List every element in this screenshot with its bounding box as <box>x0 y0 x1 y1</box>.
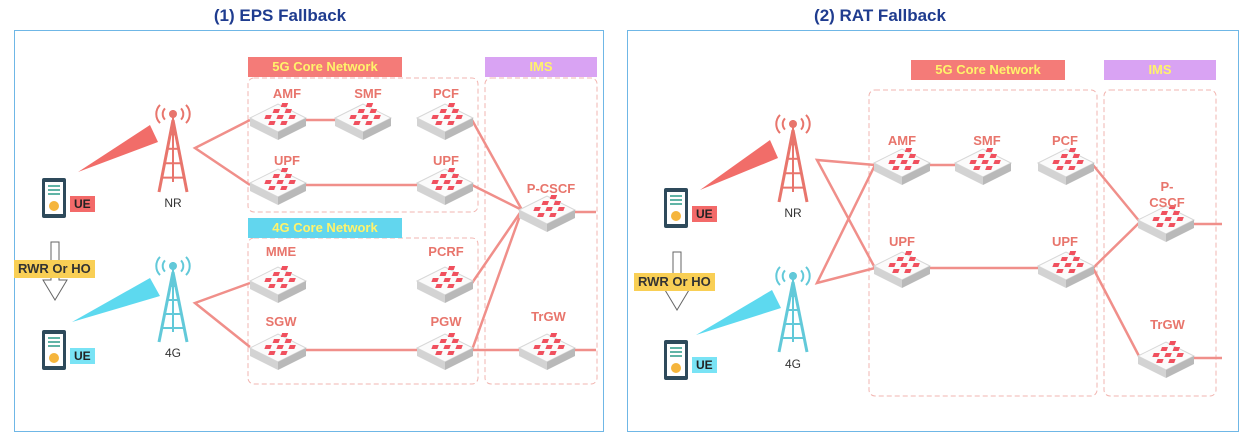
p1-5g-core-box <box>247 77 479 213</box>
p1-pcf-router-icon <box>415 103 475 140</box>
p1-4g-core-box <box>247 237 479 385</box>
p2-pcscf-label: P- CSCF <box>1149 179 1185 210</box>
p1-pgw-label: PGW <box>430 314 462 329</box>
p1-smf-router-icon <box>333 103 393 140</box>
p1-4g-beam-icon <box>72 278 160 322</box>
p1-4g-link <box>192 281 251 348</box>
p2-nr-label: NR <box>784 206 802 220</box>
p2-ims-box <box>1103 89 1217 397</box>
p1-nr-beam-icon <box>78 125 158 172</box>
p2-ue-bottom-phone-icon <box>664 340 688 380</box>
p2-upf2-label: UPF <box>1052 234 1078 249</box>
p2-nr-tower-icon <box>775 114 811 203</box>
p1-pcrf-pcscf-link <box>470 209 524 284</box>
p1-ue-top-phone-icon <box>42 178 66 218</box>
p1-5g-core-banner: 5G Core Network <box>248 57 402 77</box>
p1-nr-link <box>192 118 251 187</box>
p1-pcscf-label: P-CSCF <box>526 181 576 196</box>
p1-nr-label: NR <box>164 196 182 210</box>
p1-ue-top-tag: UE <box>70 196 95 212</box>
rat-fallback-panel <box>627 30 1239 432</box>
p1-ue-bottom-phone-icon <box>42 330 66 370</box>
p1-trgw-router-icon <box>517 333 577 370</box>
p1-ims-box <box>484 77 598 385</box>
p2-rwr-or-ho-label: RWR Or HO <box>634 273 715 291</box>
p2-amf-label: AMF <box>887 133 917 148</box>
p2-upf2-router-icon <box>1036 251 1096 288</box>
p1-pcscf-router-icon <box>517 195 577 232</box>
p2-5g-core-box <box>868 89 1098 397</box>
p1-pcf-label: PCF <box>433 86 459 101</box>
p1-sgw-router-icon <box>248 333 308 370</box>
p1-pcf-pcscf-link <box>470 119 524 211</box>
p2-smf-label: SMF <box>973 133 1001 148</box>
p2-nr-link <box>814 158 877 269</box>
p2-pcf-router-icon <box>1036 148 1096 185</box>
p1-upf1-label: UPF <box>274 153 300 168</box>
eps-fallback-title: (1) EPS Fallback <box>213 6 347 25</box>
p1-pcrf-label: PCRF <box>428 244 464 259</box>
p1-upf2-router-icon <box>415 168 475 205</box>
p1-pcrf-router-icon <box>415 266 475 303</box>
p2-ue-bottom-tag: UE <box>692 357 717 373</box>
p2-4g-label: 4G <box>784 357 801 371</box>
p2-nr-beam-icon <box>700 140 778 190</box>
p1-pgw-pcscf-link <box>470 209 524 351</box>
p2-4g-link <box>814 164 877 285</box>
p2-amf-router-icon <box>872 148 932 185</box>
p2-upf1-label: UPF <box>889 234 915 249</box>
p2-ims-banner: IMS <box>1104 60 1216 80</box>
p1-pgw-router-icon <box>415 333 475 370</box>
p1-amf-label: AMF <box>272 86 302 101</box>
p1-upf2-label: UPF <box>433 153 459 168</box>
p1-upf1-router-icon <box>248 168 308 205</box>
p1-amf-router-icon <box>248 103 308 140</box>
rat-fallback-title: (2) RAT Fallback <box>814 6 946 25</box>
p1-trgw-label: TrGW <box>531 309 566 324</box>
p2-upf-trgw-link <box>1091 267 1142 359</box>
p1-upf-pcscf-link <box>471 183 523 212</box>
p2-5g-core-banner: 5G Core Network <box>911 60 1065 80</box>
p2-upf-pcscf-link <box>1092 221 1141 269</box>
p2-4g-beam-icon <box>696 290 781 335</box>
p1-4g-tower-icon <box>155 256 191 343</box>
p2-ue-top-phone-icon <box>664 188 688 228</box>
p1-nr-tower-icon <box>155 104 191 193</box>
p1-rwr-or-ho-label: RWR Or HO <box>14 260 95 278</box>
p1-smf-label: SMF <box>354 86 382 101</box>
p2-pcscf-router-icon <box>1136 205 1196 242</box>
p2-trgw-label: TrGW <box>1150 317 1185 332</box>
p1-4g-label: 4G <box>164 346 181 360</box>
p2-upf1-router-icon <box>872 251 932 288</box>
p1-ims-banner: IMS <box>485 57 597 77</box>
p1-ue-bottom-tag: UE <box>70 348 95 364</box>
p2-smf-router-icon <box>953 148 1013 185</box>
p1-mme-label: MME <box>265 244 297 259</box>
p2-4g-tower-icon <box>775 266 811 353</box>
p2-pcf-label: PCF <box>1052 133 1078 148</box>
p1-4g-core-banner: 4G Core Network <box>248 218 402 238</box>
p2-pcf-pcscf-link <box>1092 164 1141 223</box>
p2-ue-top-tag: UE <box>692 206 717 222</box>
p1-mme-router-icon <box>248 266 308 303</box>
p2-trgw-router-icon <box>1136 341 1196 378</box>
p1-sgw-label: SGW <box>265 314 297 329</box>
